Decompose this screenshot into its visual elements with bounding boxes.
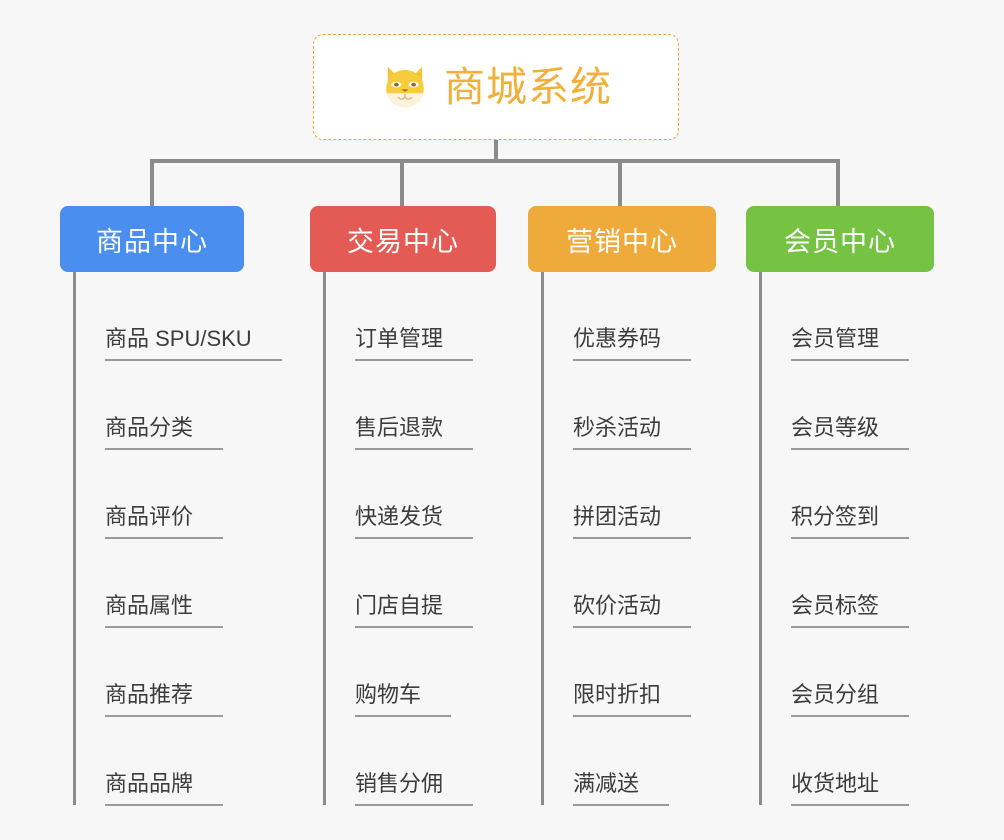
branch-column-3: 会员中心会员管理会员等级积分签到会员标签会员分组收货地址: [746, 206, 934, 806]
branch-item[interactable]: 销售分佣: [310, 717, 496, 806]
branch-item[interactable]: 商品 SPU/SKU: [60, 272, 282, 361]
branch-item[interactable]: 门店自提: [310, 539, 496, 628]
branch-item[interactable]: 商品评价: [60, 450, 244, 539]
connector-horizontal-rail: [150, 159, 840, 163]
branch-item-label: 售后退款: [355, 417, 474, 450]
branch-item[interactable]: 商品推荐: [60, 628, 244, 717]
branch-item-label: 会员分组: [791, 684, 910, 717]
branch-header-label: 交易中心: [347, 226, 459, 257]
branch-items-0: 商品 SPU/SKU 商品分类商品评价商品属性商品推荐商品品牌: [60, 272, 282, 806]
branch-item-label: 收货地址: [791, 773, 910, 806]
branch-item[interactable]: 砍价活动: [528, 539, 716, 628]
branch-item-label: 优惠券码: [573, 328, 692, 361]
branch-column-2: 营销中心优惠券码秒杀活动拼团活动砍价活动限时折扣满减送: [528, 206, 716, 806]
branch-item-label: 商品评价: [105, 506, 224, 539]
branch-item-label: 购物车: [355, 684, 452, 717]
connector-drop-2: [618, 159, 622, 206]
branch-item[interactable]: 售后退款: [310, 361, 496, 450]
branch-item-label: 会员管理: [791, 328, 910, 361]
connector-drop-3: [836, 159, 840, 206]
branch-item-label: 限时折扣: [573, 684, 692, 717]
branch-items-2: 优惠券码秒杀活动拼团活动砍价活动限时折扣满减送: [528, 272, 716, 806]
branch-item[interactable]: 订单管理: [310, 272, 496, 361]
branch-header-2[interactable]: 营销中心: [528, 206, 716, 272]
root-node[interactable]: 商城系统: [313, 34, 679, 140]
branch-column-0: 商品中心商品 SPU/SKU 商品分类商品评价商品属性商品推荐商品品牌: [60, 206, 282, 806]
branch-header-label: 营销中心: [566, 226, 678, 257]
branch-spine-2: [541, 272, 544, 805]
branch-item-label: 商品品牌: [105, 773, 224, 806]
branch-spine-0: [73, 272, 76, 805]
connector-drop-1: [400, 159, 404, 206]
branch-item[interactable]: 商品品牌: [60, 717, 244, 806]
branch-item[interactable]: 会员等级: [746, 361, 934, 450]
branch-item[interactable]: 限时折扣: [528, 628, 716, 717]
branch-item-label: 满减送: [573, 773, 670, 806]
branch-item[interactable]: 快递发货: [310, 450, 496, 539]
branch-item[interactable]: 优惠券码: [528, 272, 716, 361]
branch-item[interactable]: 满减送: [528, 717, 716, 806]
branch-item[interactable]: 会员管理: [746, 272, 934, 361]
branch-item-label: 商品属性: [105, 595, 224, 628]
dog-face-icon: [386, 66, 424, 109]
branch-items-3: 会员管理会员等级积分签到会员标签会员分组收货地址: [746, 272, 934, 806]
branch-item[interactable]: 会员标签: [746, 539, 934, 628]
branch-item-label: 商品 SPU/SKU: [105, 328, 282, 361]
connector-root-stem: [494, 140, 498, 163]
branch-item-label: 订单管理: [355, 328, 474, 361]
branch-item-label: 会员标签: [791, 595, 910, 628]
branch-item[interactable]: 商品分类: [60, 361, 244, 450]
branch-spine-1: [323, 272, 326, 805]
branch-item-label: 快递发货: [355, 506, 474, 539]
branch-item-label: 商品分类: [105, 417, 224, 450]
branch-header-label: 会员中心: [784, 226, 896, 257]
branch-item[interactable]: 收货地址: [746, 717, 934, 806]
branch-item-label: 门店自提: [355, 595, 474, 628]
branch-item[interactable]: 购物车: [310, 628, 496, 717]
branch-header-1[interactable]: 交易中心: [310, 206, 496, 272]
branch-header-0[interactable]: 商品中心: [60, 206, 244, 272]
branch-header-3[interactable]: 会员中心: [746, 206, 934, 272]
branch-column-1: 交易中心订单管理售后退款快递发货门店自提购物车销售分佣: [310, 206, 496, 806]
root-title: 商城系统: [444, 63, 612, 110]
branch-item[interactable]: 积分签到: [746, 450, 934, 539]
branch-item[interactable]: 商品属性: [60, 539, 244, 628]
branch-items-1: 订单管理售后退款快递发货门店自提购物车销售分佣: [310, 272, 496, 806]
branch-item[interactable]: 会员分组: [746, 628, 934, 717]
branch-header-label: 商品中心: [96, 226, 208, 257]
branch-item-label: 销售分佣: [355, 773, 474, 806]
connector-drop-0: [150, 159, 154, 206]
branch-item[interactable]: 拼团活动: [528, 450, 716, 539]
branch-item-label: 砍价活动: [573, 595, 692, 628]
branch-item-label: 会员等级: [791, 417, 910, 450]
branch-item-label: 拼团活动: [573, 506, 692, 539]
branch-item-label: 秒杀活动: [573, 417, 692, 450]
branch-spine-3: [759, 272, 762, 805]
branch-item[interactable]: 秒杀活动: [528, 361, 716, 450]
branch-item-label: 商品推荐: [105, 684, 224, 717]
branch-item-label: 积分签到: [791, 506, 910, 539]
